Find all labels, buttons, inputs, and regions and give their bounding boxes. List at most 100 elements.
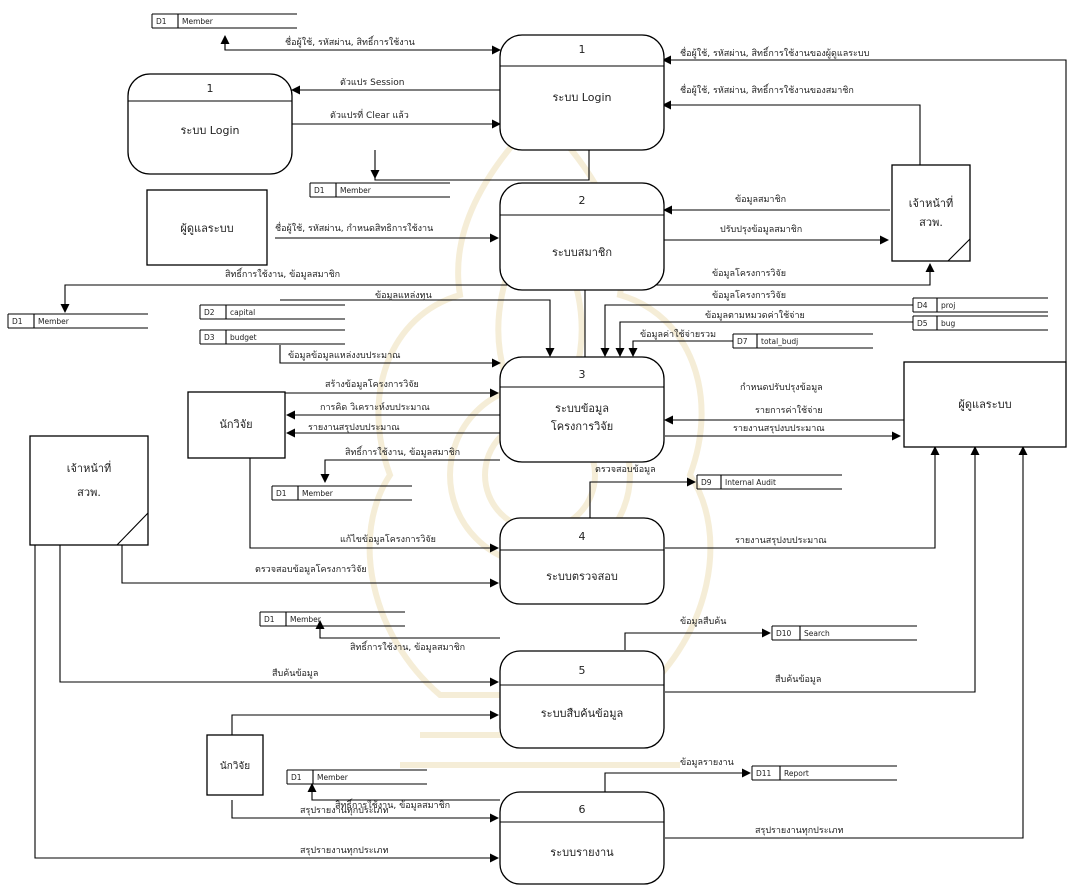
- process-box: 4 ระบบตรวจสอบ: [499, 517, 665, 605]
- store-name: Member: [340, 186, 372, 195]
- flow-labels: ชื่อผู้ใช้, รหัสผ่าน, สิทธิ์การใช้งาน ตั…: [225, 35, 870, 856]
- process-name: ระบบสมาชิก: [552, 246, 612, 259]
- entity-name: เจ้าหน้าที่: [909, 195, 954, 210]
- process-box: 6 ระบบรายงาน: [499, 791, 665, 885]
- flow-label: รายงานสรุปงบประมาณ: [308, 423, 400, 433]
- entity-name: นักวิจัย: [220, 761, 250, 772]
- data-store: D4 proj: [912, 297, 1048, 313]
- store-code: D1: [156, 17, 167, 26]
- data-store: D1 Member: [151, 13, 297, 29]
- process-name: ระบบตรวจสอบ: [546, 570, 618, 583]
- process-name: ระบบ Login: [181, 124, 240, 137]
- flow-label: ข้อมูลข้อมูลแหล่งงบประมาณ: [288, 350, 400, 361]
- flow-label: ชื่อผู้ใช้, รหัสผ่าน, กำหนดสิทธิการใช้งา…: [275, 221, 433, 234]
- external-entity: นักวิจัย: [206, 734, 264, 796]
- store-code: D4: [917, 301, 928, 310]
- entity-name: นักวิจัย: [219, 418, 252, 431]
- flow-label: รายการค่าใช้จ่าย: [755, 405, 823, 416]
- process-name-line2: โครงการวิจัย: [551, 419, 613, 433]
- process-number: 2: [579, 194, 586, 207]
- entity-name: ผู้ดูแลระบบ: [958, 398, 1011, 411]
- store-name: proj: [941, 301, 955, 310]
- flow-label: แก้ไขข้อมูลโครงการวิจัย: [340, 534, 436, 545]
- store-code: D1: [264, 615, 275, 624]
- data-store: D1 Member: [259, 611, 405, 627]
- flow-label: ข้อมูลโครงการวิจัย: [712, 268, 786, 279]
- process-name: ระบบ Login: [553, 91, 612, 104]
- store-name: Member: [182, 17, 214, 26]
- store-code: D2: [204, 308, 215, 317]
- process-name: ระบบรายงาน: [550, 846, 614, 859]
- store-code: D10: [776, 629, 792, 638]
- flow-label: กำหนดปรับปรุงข้อมูล: [740, 382, 823, 393]
- store-code: D9: [701, 478, 712, 487]
- flow-label: รายงานสรุปงบประมาณ: [733, 424, 825, 434]
- process-number: 1: [207, 82, 214, 95]
- data-store: D5 bug: [912, 315, 1048, 331]
- store-name: Search: [804, 629, 830, 638]
- data-store: D1 Member: [7, 313, 148, 329]
- process-box: 1 ระบบ Login: [499, 34, 665, 151]
- flow-label: สิทธิ์การใช้งาน, ข้อมูลสมาชิก: [350, 640, 465, 653]
- process-box: 3 ระบบข้อมูล โครงการวิจัย: [499, 356, 665, 463]
- data-store: D3 budget: [199, 329, 345, 345]
- flow-label: สืบค้นข้อมูล: [272, 668, 318, 679]
- flow-label: สืบค้นข้อมูล: [775, 674, 821, 685]
- store-name: Report: [784, 769, 809, 778]
- process-box: 2 ระบบสมาชิก: [499, 182, 665, 291]
- store-code: D3: [204, 333, 215, 342]
- flow-label: รายงานสรุปงบประมาณ: [735, 536, 827, 546]
- flow-label: การคิด วิเคราะห์งบประมาณ: [320, 401, 430, 413]
- flow-label: ตรวจสอบข้อมูล: [595, 464, 656, 475]
- data-store: D2 capital: [199, 304, 345, 320]
- flow-label: สรุปรายงานทุกประเภท: [300, 806, 389, 816]
- flow-label: ข้อมูลสมาชิก: [735, 194, 786, 205]
- store-code: D11: [756, 769, 772, 778]
- flow-label: สิทธิ์การใช้งาน, ข้อมูลสมาชิก: [225, 267, 340, 280]
- flow-label: ปรับปรุงข้อมูลสมาชิก: [720, 224, 802, 235]
- process-number: 5: [579, 664, 586, 677]
- flow-label: ข้อมูลสืบค้น: [680, 616, 726, 627]
- external-entity: เจ้าหน้าที่ สวพ.: [29, 435, 149, 546]
- data-store: D1 Member: [271, 485, 412, 501]
- flow-label: ชื่อผู้ใช้, รหัสผ่าน, สิทธิ์การใช้งานของ…: [680, 83, 854, 96]
- flow-label: ข้อมูลโครงการวิจัย: [712, 290, 786, 301]
- store-code: D1: [314, 186, 325, 195]
- data-store: D1 Member: [309, 182, 450, 198]
- store-name: bug: [941, 319, 956, 328]
- flow-label: สรุปรายงานทุกประเภท: [755, 826, 844, 836]
- flow-label: ตรวจสอบข้อมูลโครงการวิจัย: [255, 564, 367, 575]
- process-number: 6: [579, 803, 586, 816]
- store-name: capital: [230, 308, 255, 317]
- data-store: D10 Search: [771, 625, 917, 641]
- flow-label: ตัวแปร Session: [340, 78, 404, 88]
- data-store: D1 Member: [286, 769, 427, 785]
- flow-label: สรุปรายงานทุกประเภท: [300, 846, 389, 856]
- external-entity: ผู้ดูแลระบบ: [903, 361, 1067, 448]
- flow-label: ข้อมูลรายงาน: [680, 757, 734, 768]
- data-store: D7 total_budj: [732, 333, 873, 349]
- store-code: D1: [291, 773, 302, 782]
- external-entity: นักวิจัย: [187, 391, 286, 459]
- flow-label: ข้อมูลแหล่งทุน: [375, 290, 432, 301]
- data-store: D9 Internal Audit: [696, 474, 842, 490]
- store-name: Internal Audit: [725, 478, 776, 487]
- process-name: ระบบสืบค้นข้อมูล: [541, 707, 623, 720]
- store-name: Member: [317, 773, 349, 782]
- process-number: 4: [579, 530, 586, 543]
- store-code: D5: [917, 319, 928, 328]
- store-code: D7: [737, 337, 748, 346]
- store-code: D1: [12, 317, 23, 326]
- external-entity: ผู้ดูแลระบบ: [146, 189, 268, 266]
- flow-label: ข้อมูลตามหมวดค่าใช้จ่าย: [705, 310, 805, 321]
- store-code: D1: [276, 489, 287, 498]
- store-name: Member: [290, 615, 322, 624]
- store-name: budget: [230, 333, 257, 342]
- flow-label: ชื่อผู้ใช้, รหัสผ่าน, สิทธิ์การใช้งาน: [285, 35, 415, 48]
- process-box: 1 ระบบ Login: [127, 73, 293, 175]
- entity-name-line2: สวพ.: [919, 216, 943, 229]
- flow-label: ชื่อผู้ใช้, รหัสผ่าน, สิทธิ์การใช้งานของ…: [680, 46, 870, 59]
- process-number: 3: [579, 368, 586, 381]
- store-name: Member: [302, 489, 334, 498]
- process-box: 5 ระบบสืบค้นข้อมูล: [499, 650, 665, 749]
